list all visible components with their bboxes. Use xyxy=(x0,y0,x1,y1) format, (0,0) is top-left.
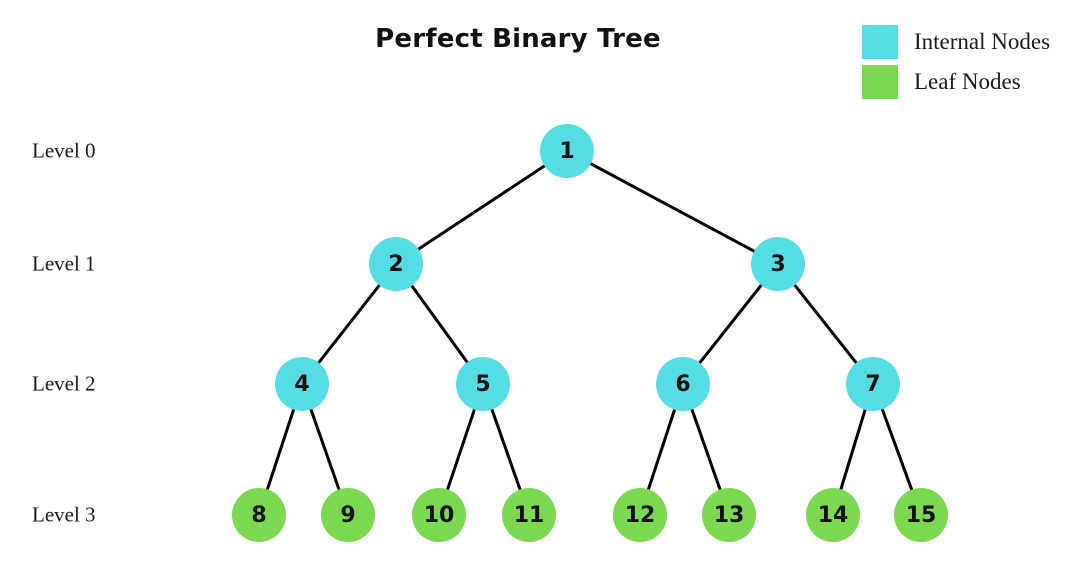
tree-node-6[interactable]: 6 xyxy=(656,357,710,411)
level-label-2: Level 2 xyxy=(32,371,96,396)
tree-edge xyxy=(394,149,569,266)
tree-node-14[interactable]: 14 xyxy=(806,488,860,542)
tree-edge xyxy=(565,149,780,266)
level-label-1: Level 1 xyxy=(32,251,96,276)
tree-node-5[interactable]: 5 xyxy=(456,357,510,411)
legend-item-label: Leaf Nodes xyxy=(914,69,1021,94)
tree-node-13[interactable]: 13 xyxy=(702,488,756,542)
tree-node-11[interactable]: 11 xyxy=(502,488,556,542)
tree-node-12[interactable]: 12 xyxy=(613,488,667,542)
page-title: Perfect Binary Tree xyxy=(0,24,1070,54)
tree-node-8[interactable]: 8 xyxy=(232,488,286,542)
tree-node-9[interactable]: 9 xyxy=(321,488,375,542)
tree-node-7[interactable]: 7 xyxy=(846,357,900,411)
level-label-3: Level 3 xyxy=(32,502,96,527)
level-label-0: Level 0 xyxy=(32,138,96,163)
legend-item[interactable]: Internal Nodes xyxy=(862,22,1067,62)
tree-node-3[interactable]: 3 xyxy=(751,237,805,291)
tree-node-4[interactable]: 4 xyxy=(275,357,329,411)
tree-node-1[interactable]: 1 xyxy=(540,124,594,178)
tree-node-10[interactable]: 10 xyxy=(412,488,466,542)
tree-node-15[interactable]: 15 xyxy=(894,488,948,542)
legend-swatch-leaf xyxy=(862,65,898,99)
page-title-text: Perfect Binary Tree xyxy=(375,24,661,54)
legend-swatch-internal xyxy=(862,25,898,59)
legend-item[interactable]: Leaf Nodes xyxy=(862,62,1067,102)
tree-node-2[interactable]: 2 xyxy=(369,237,423,291)
legend-item-label: Internal Nodes xyxy=(914,29,1051,54)
